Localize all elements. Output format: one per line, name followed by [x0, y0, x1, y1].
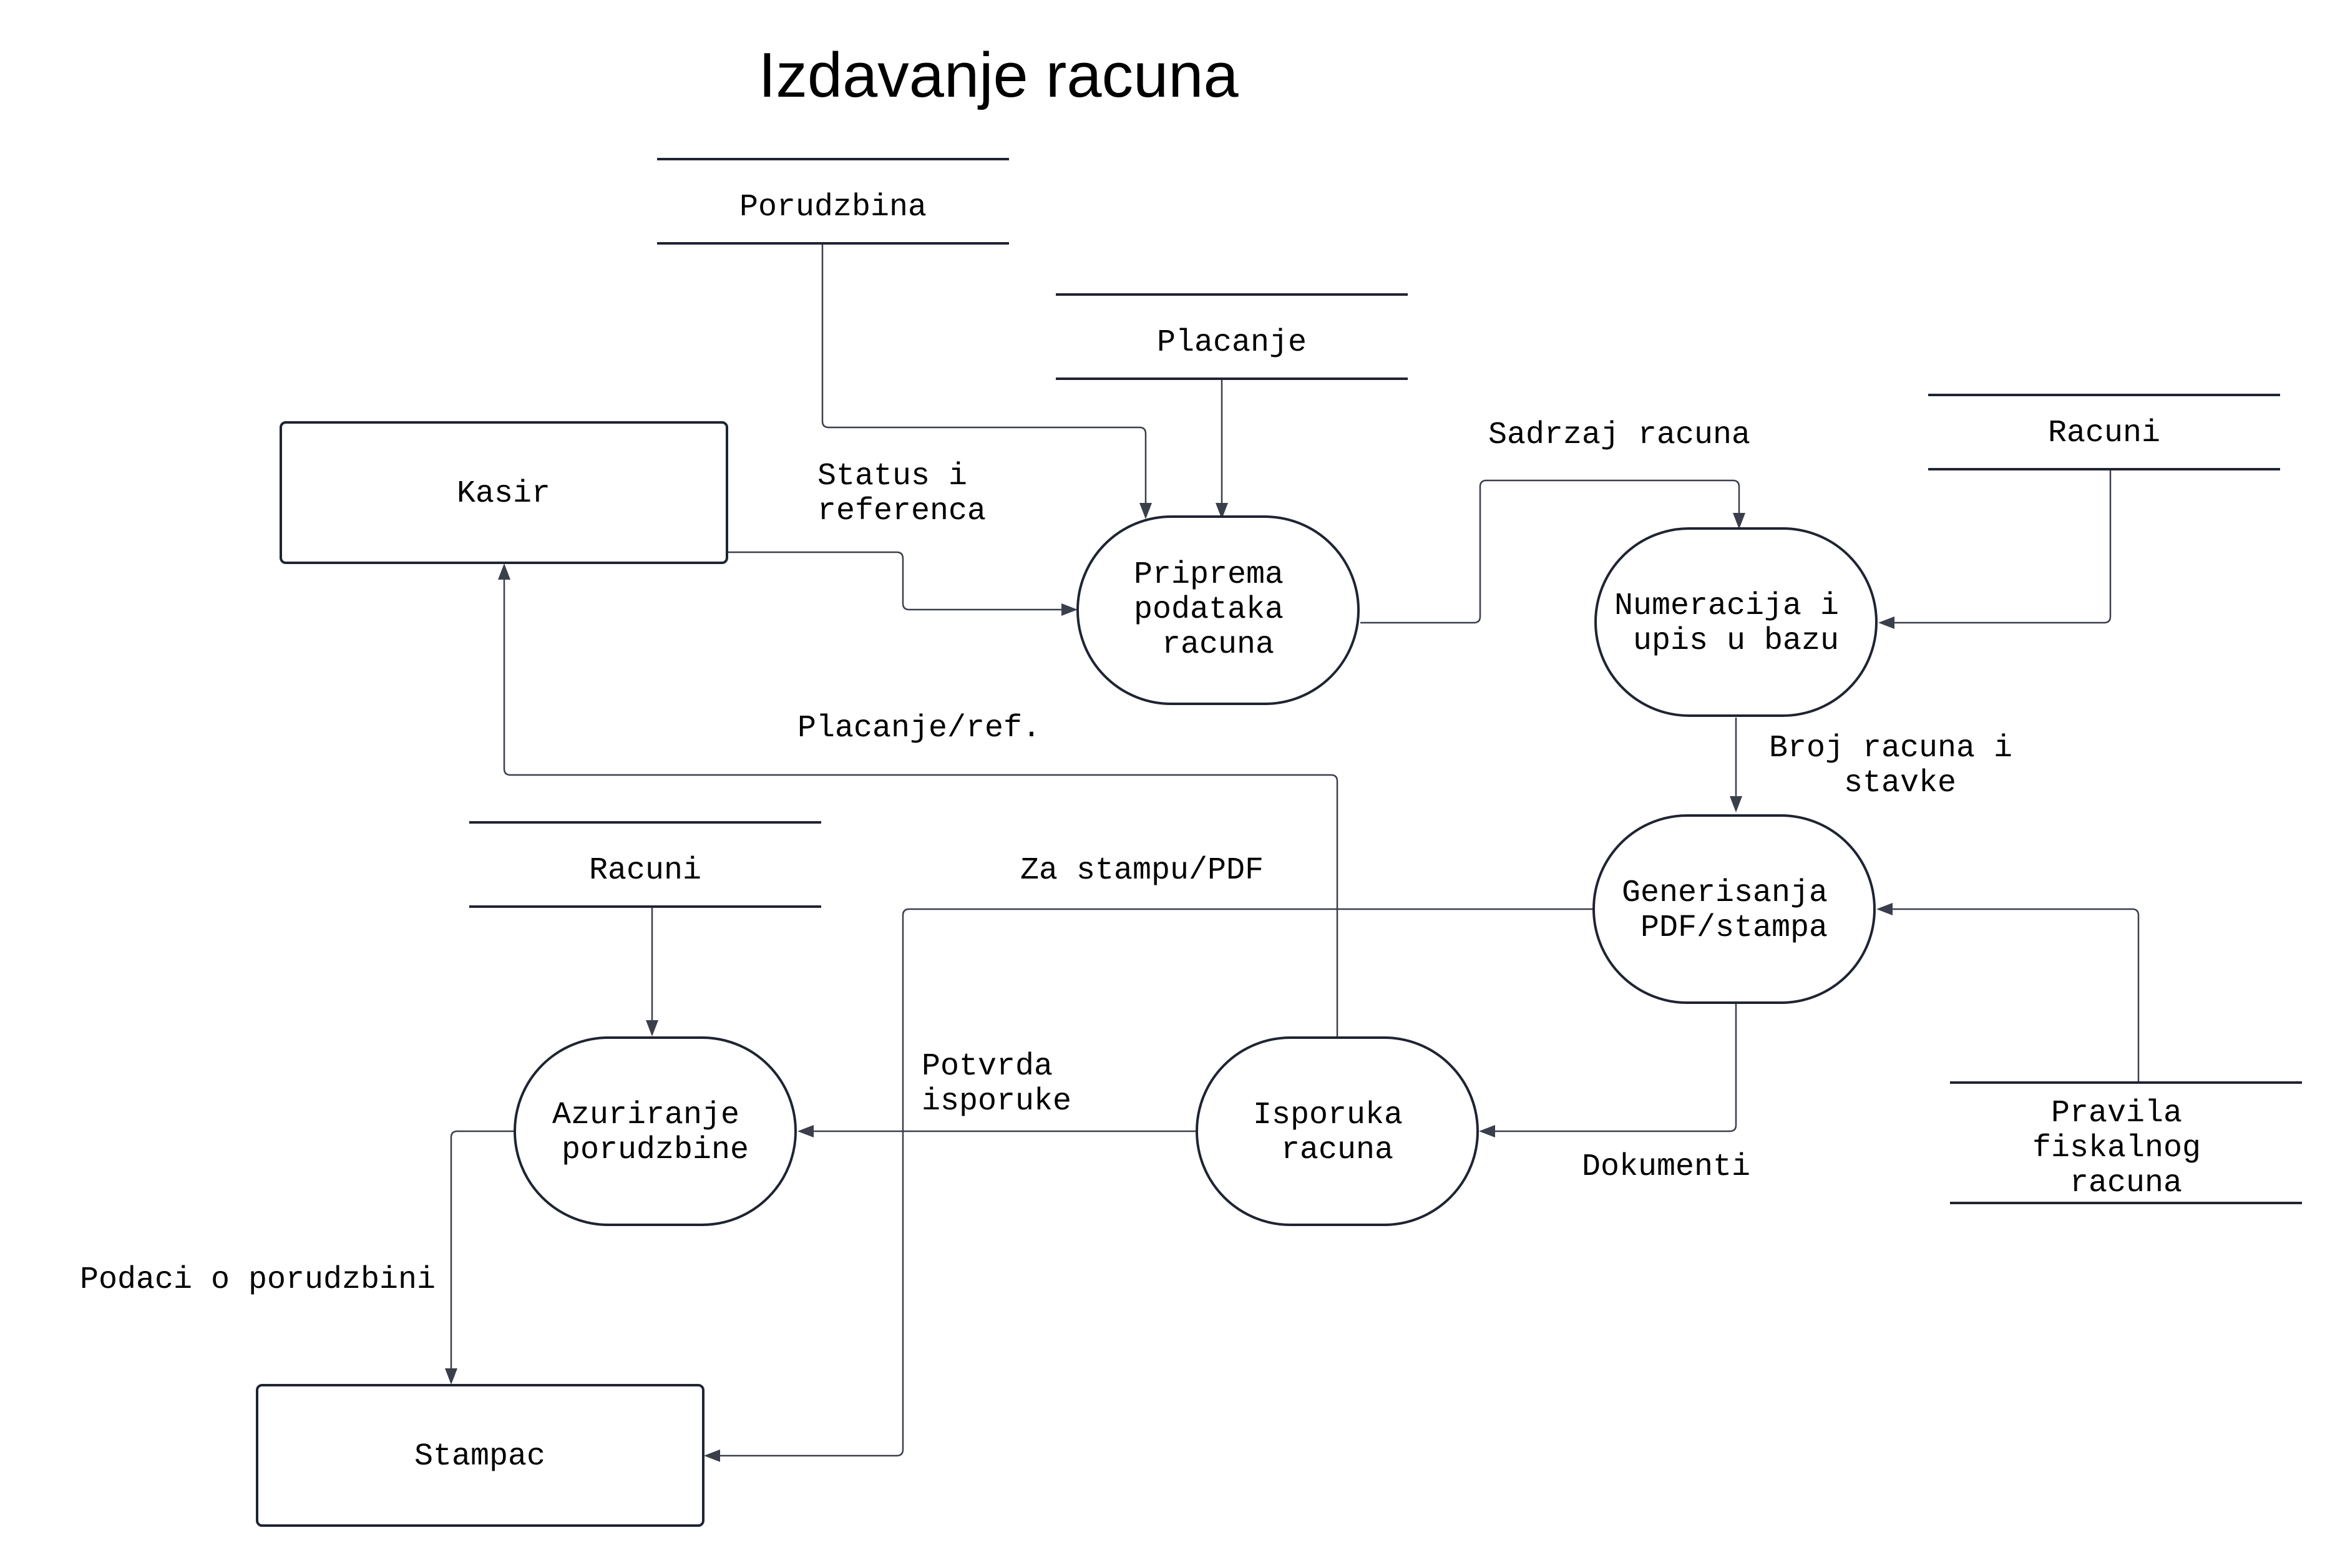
store-racuni-left[interactable]: Racuni [469, 821, 821, 908]
process-priprema[interactable]: Priprema podataka racuna [1076, 515, 1360, 705]
flow-label-sadrzaj-racuna: Sadrzaj racuna [1488, 417, 1750, 453]
arrowhead-icon [646, 1020, 658, 1036]
flow-pravila-to-generisanje[interactable] [1889, 908, 2140, 1083]
flow-connectors [445, 243, 2140, 1462]
arrowhead-icon [1479, 1125, 1495, 1137]
store-label: Porudzbina [739, 190, 927, 225]
flow-label-podaci: Podaci o porudzbini [80, 1262, 436, 1298]
process-label: Numeracija i upis u bazu [1614, 588, 1858, 659]
store-racuni-top[interactable]: Racuni [1928, 394, 2280, 470]
entity-kasir[interactable]: Kasir [280, 421, 728, 564]
process-label: Azuriranje porudzbine [552, 1098, 758, 1168]
entity-box [256, 1384, 704, 1527]
flow-label-broj-racuna: Broj racuna i stavke [1769, 731, 2031, 801]
entity-label: Kasir [457, 476, 550, 512]
flow-label-potvrda: Potvrda isporuke [922, 1049, 1071, 1119]
flow-racuni-to-numeracija[interactable] [1891, 469, 2112, 624]
flow-label-za-stampu: Za stampu/PDF [1020, 853, 1264, 889]
flow-priprema-to-numeracija[interactable] [1360, 479, 1740, 624]
process-label: Generisanja PDF/stampa [1622, 875, 1846, 946]
store-label: Placanje [1157, 325, 1307, 361]
flow-isporuka-to-kasir[interactable] [503, 577, 1338, 1038]
process-label: Priprema podataka racuna [1134, 557, 1302, 663]
arrowhead-icon [1730, 796, 1742, 812]
flow-azuriranje-to-stampac[interactable] [450, 1130, 515, 1371]
process-numeracija[interactable]: Numeracija i upis u bazu [1594, 527, 1878, 717]
process-isporuka[interactable]: Isporuka racuna [1196, 1036, 1479, 1226]
arrowhead-icon [704, 1449, 720, 1462]
arrowhead-icon [498, 563, 510, 580]
store-porudzbina[interactable]: Porudzbina [657, 158, 1009, 245]
entity-stampac[interactable]: Stampac [256, 1384, 704, 1527]
arrowhead-icon [1139, 503, 1152, 519]
entity-box [280, 421, 728, 564]
store-pravila[interactable]: Pravila fiskalnog racuna [1950, 1081, 2302, 1204]
flow-generisanje-to-isporuka[interactable] [1493, 1003, 1737, 1132]
diagram-title: Izdavanje racuna [758, 41, 1239, 110]
process-shape [1196, 1036, 1479, 1226]
arrowhead-icon [797, 1125, 814, 1137]
store-label: Pravila fiskalnog racuna [2032, 1096, 2220, 1201]
process-label: Isporuka racuna [1253, 1098, 1421, 1168]
process-azuriranje[interactable]: Azuriranje porudzbine [514, 1036, 797, 1226]
flow-porudzbina-to-priprema[interactable] [821, 243, 1147, 507]
arrowhead-icon [1878, 616, 1894, 629]
process-shape [1592, 814, 1876, 1004]
flow-label-dokumenti: Dokumenti [1582, 1149, 1750, 1185]
process-generisanje[interactable]: Generisanja PDF/stampa [1592, 814, 1876, 1004]
entity-label: Stampac [414, 1439, 545, 1474]
flow-label-placanje-ref: Placanje/ref. [797, 711, 1041, 746]
flow-generisanje-to-stampac[interactable] [718, 908, 1594, 1457]
process-shape [1594, 527, 1878, 717]
arrowhead-icon [1733, 513, 1745, 529]
store-label: Racuni [589, 853, 701, 889]
flow-label-status-referenca: Status i referenca [817, 459, 986, 529]
arrowhead-icon [1061, 603, 1078, 616]
arrowhead-icon [445, 1368, 457, 1385]
store-label: Racuni [2048, 416, 2160, 451]
arrowhead-icon [1876, 903, 1893, 915]
store-placanje[interactable]: Placanje [1056, 293, 1408, 380]
flow-kasir-to-priprema[interactable] [728, 551, 1064, 611]
process-shape [514, 1036, 797, 1226]
process-shape [1076, 515, 1360, 705]
arrowhead-icon [1216, 503, 1228, 519]
